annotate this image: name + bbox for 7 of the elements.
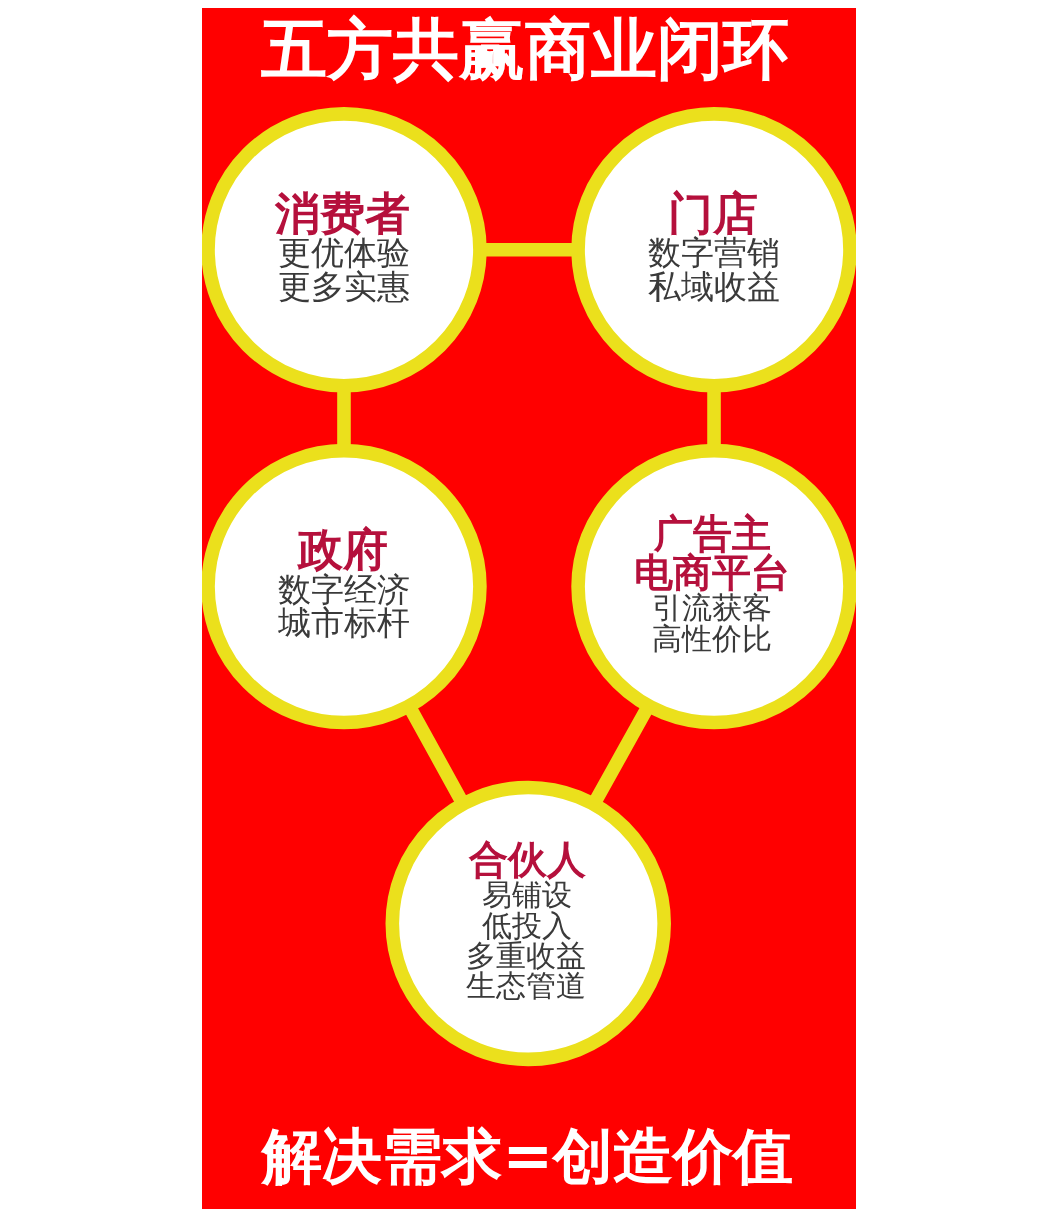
- node-circle: 政府 数字经济 城市标杆: [201, 443, 487, 730]
- node-circle: 广告主 电商平台 引流获客 高性价比: [570, 443, 856, 730]
- node-circle: 门店 数字营销 私域收益: [570, 107, 856, 393]
- node-circle: 消费者 更优体验 更多实惠: [201, 107, 487, 393]
- node-circle: 合伙人 易铺设 低投入 多重收益 生态管道: [385, 780, 671, 1067]
- diagram-title: 五方共赢商业闭环: [260, 9, 789, 88]
- caption: 解决需求=创造价值: [261, 1121, 793, 1192]
